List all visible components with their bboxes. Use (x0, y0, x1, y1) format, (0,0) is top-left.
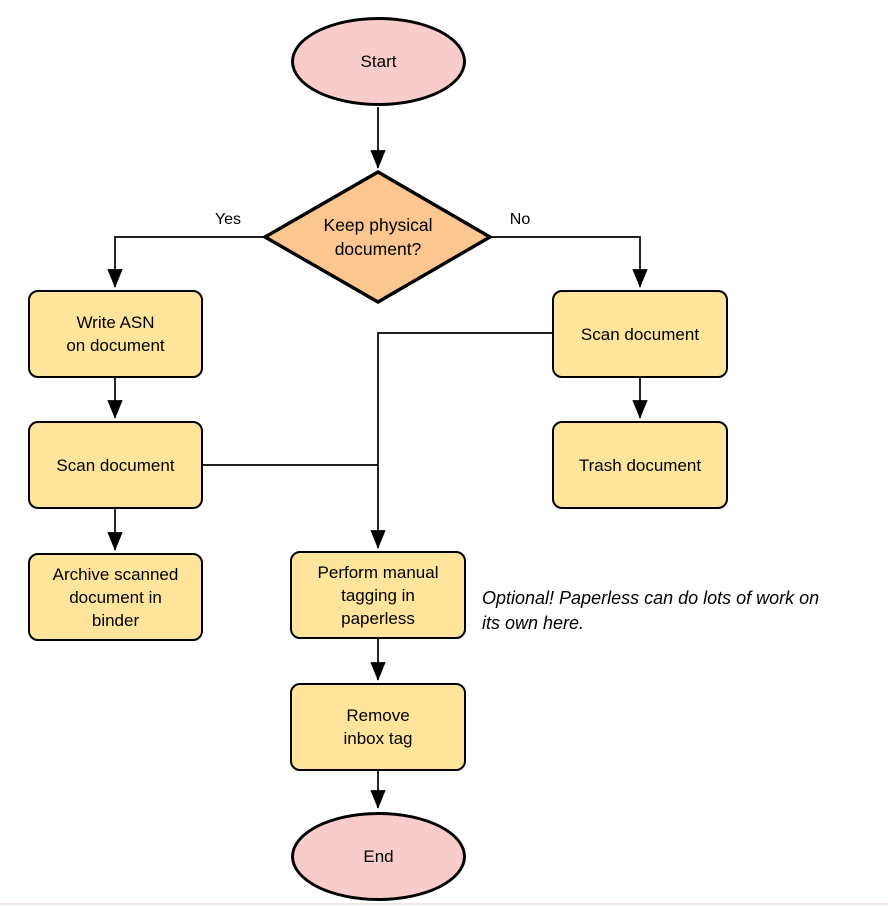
end-node-label: End (363, 847, 394, 866)
scan-document-left-label: Scan document (56, 455, 175, 475)
trash-document-node: Trash document (552, 421, 728, 509)
edge-scan-right-to-tagging (370, 332, 552, 549)
scan-document-right-node: Scan document (552, 290, 728, 378)
scan-document-right-label: Scan document (580, 324, 700, 344)
decision-node: Keep physical document? (265, 172, 491, 302)
remove-inbox-tag-node: Remove inbox tag (290, 683, 466, 771)
start-node: Start (291, 17, 466, 106)
manual-tagging-node: Perform manual tagging in paperless (290, 551, 466, 639)
start-node-label: Start (360, 52, 397, 71)
edge-decision-yes-to-write-asn (107, 236, 265, 288)
edge-label-yes: Yes (214, 211, 242, 228)
bottom-hairline (0, 903, 888, 905)
decision-node-label: Keep physical document? (323, 215, 433, 259)
scan-document-left-node: Scan document (28, 421, 203, 509)
trash-document-label: Trash document (578, 455, 702, 475)
optional-note-text: Optional! Paperless can do lots of work … (482, 588, 820, 633)
end-node: End (291, 812, 466, 901)
edge-decision-no-to-scan-right (490, 236, 648, 288)
remove-inbox-tag-label: Remove inbox tag (343, 706, 413, 748)
manual-tagging-label: Perform manual tagging in paperless (317, 562, 439, 628)
write-asn-node: Write ASN on document (28, 290, 203, 378)
edge-label-no: No (509, 211, 531, 228)
decision-diamond-shape (261, 170, 494, 304)
write-asn-node-label: Write ASN on document (66, 313, 165, 355)
archive-node: Archive scanned document in binder (28, 553, 203, 641)
archive-node-label: Archive scanned document in binder (52, 564, 179, 630)
